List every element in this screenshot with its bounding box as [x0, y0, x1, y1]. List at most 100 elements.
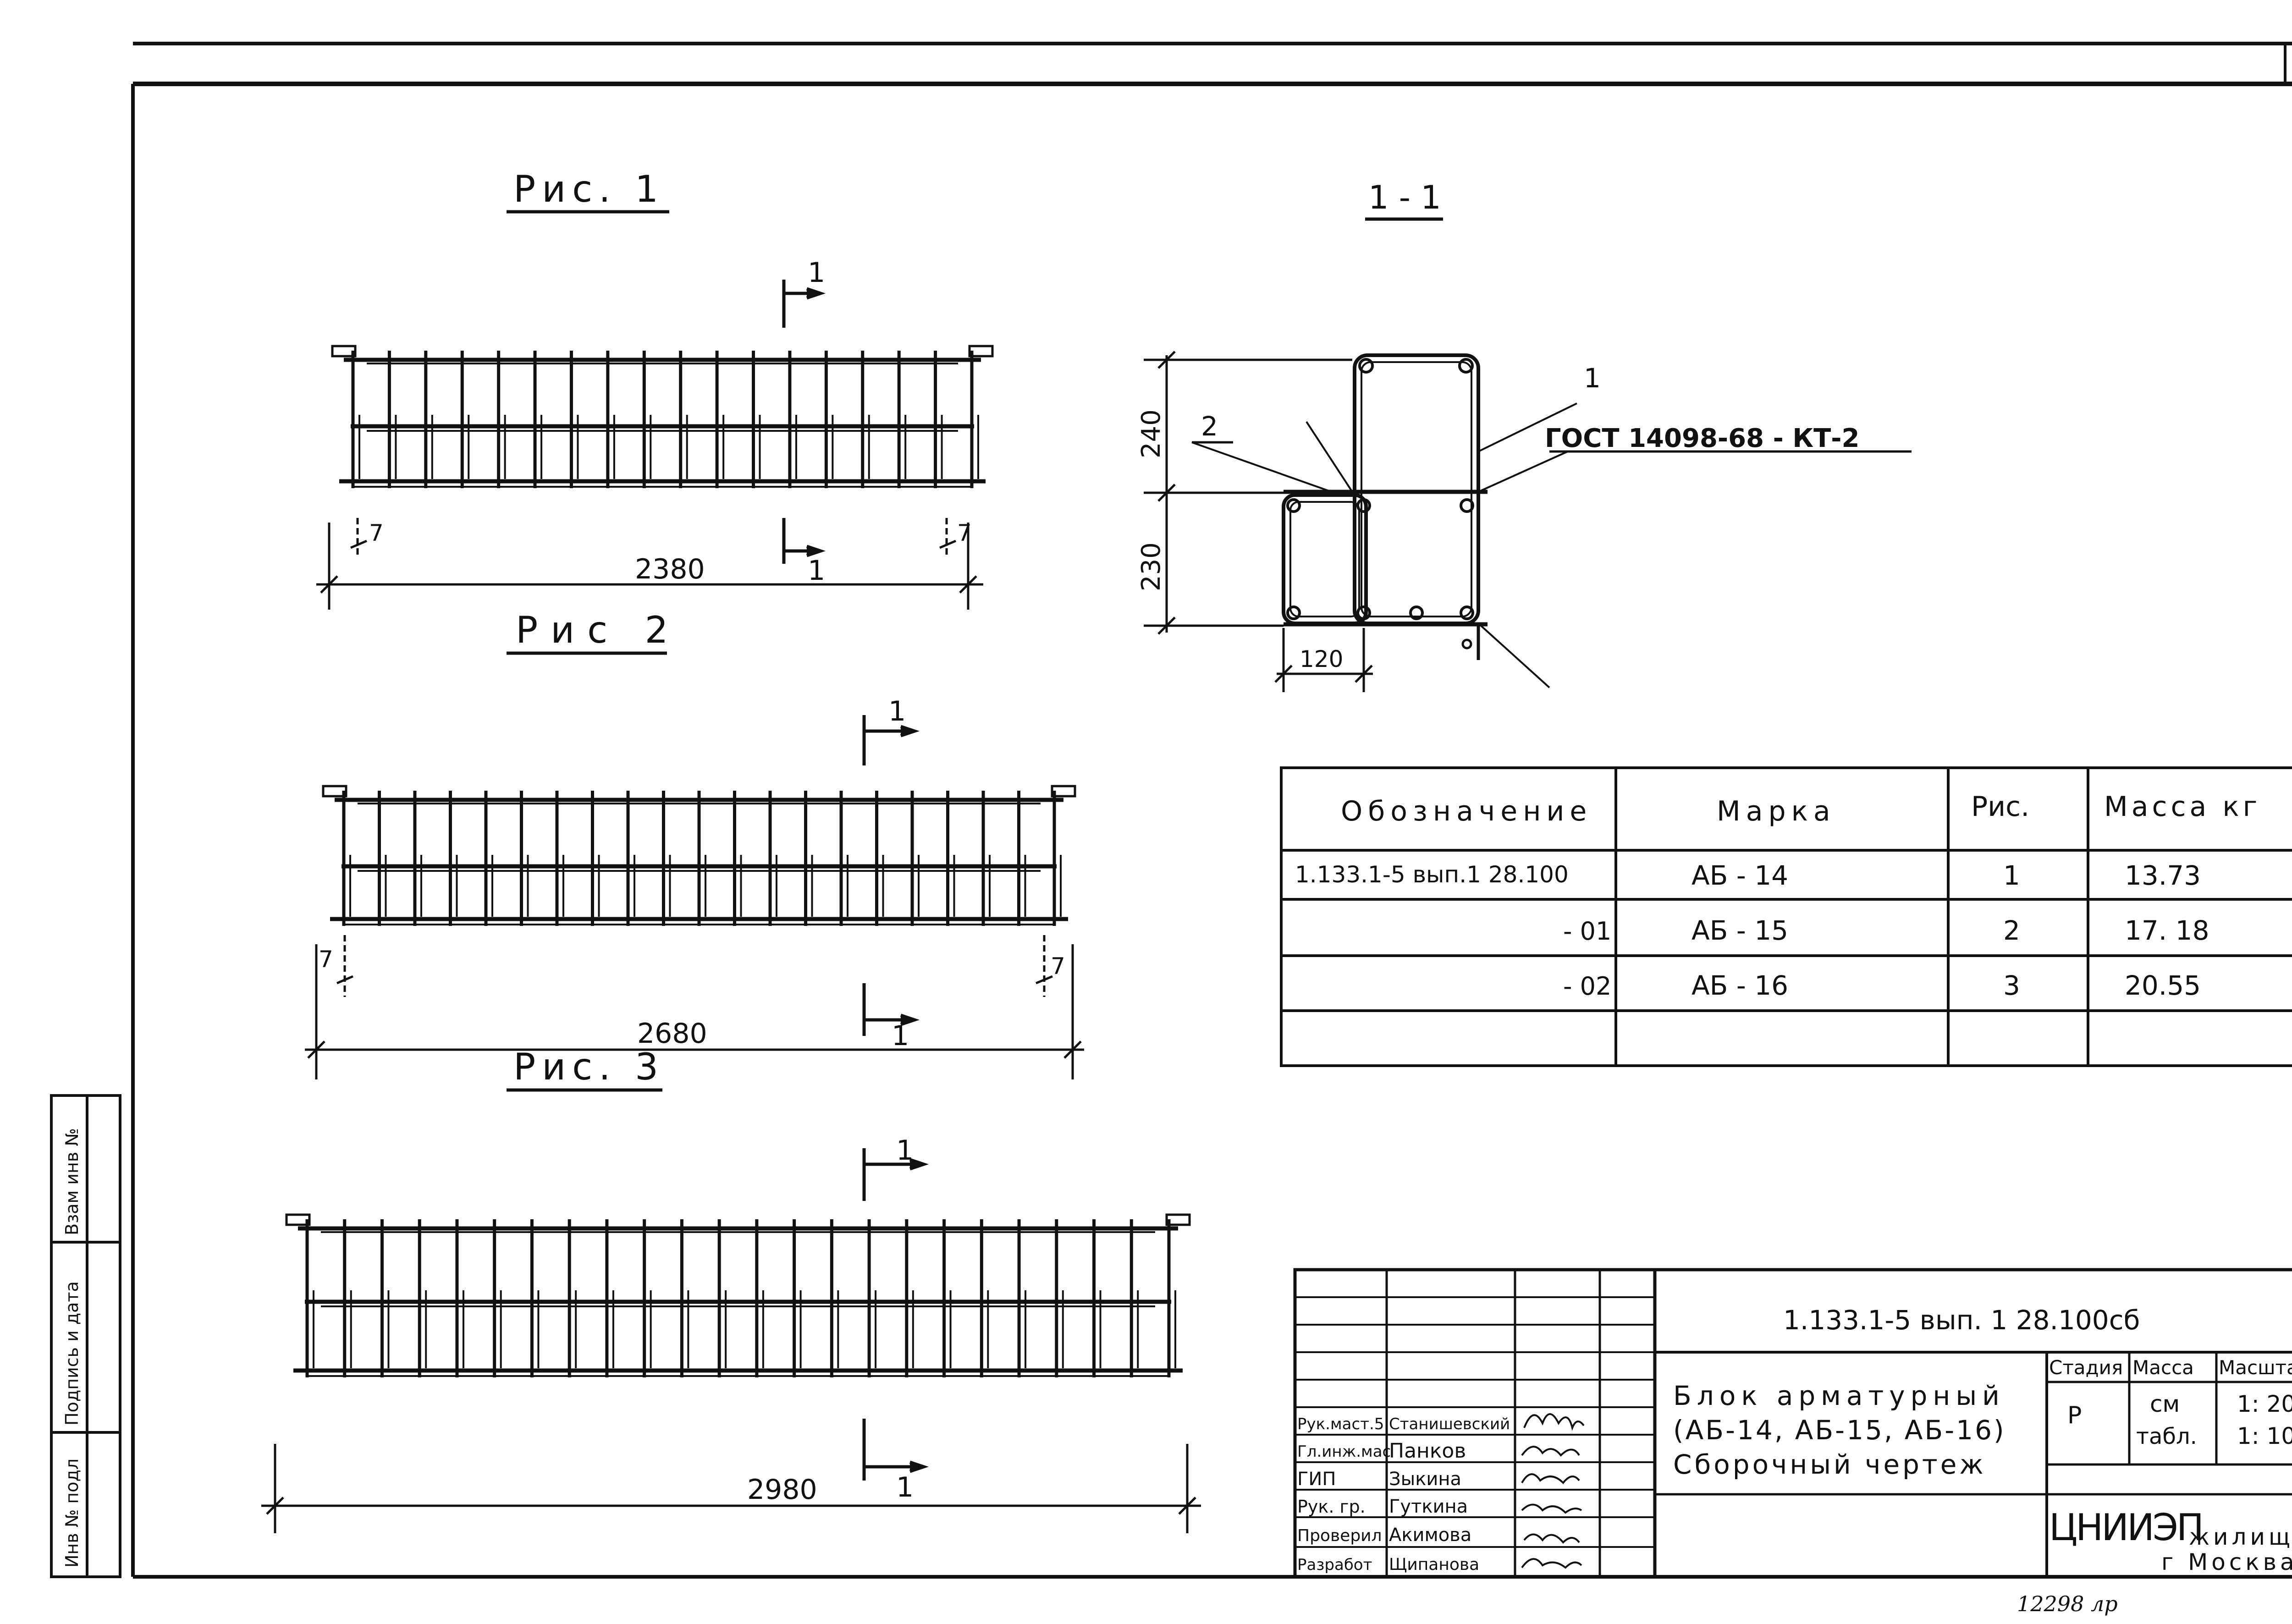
section-dim-top: 240 [1136, 409, 1166, 458]
signature-1 [1523, 1413, 1585, 1431]
spec-row1-ris: 1 [2003, 860, 2020, 891]
title-name-line1: Блок арматурный [1673, 1380, 2005, 1411]
title-mass-line2: табл. [2136, 1424, 2197, 1449]
end-plate [1165, 1213, 1191, 1226]
fig1-title: Рис. 1 [513, 168, 665, 210]
end-plate [322, 785, 347, 798]
spec-row2-marka: АБ - 15 [1691, 915, 1788, 946]
side-stamp [50, 1094, 121, 1578]
fig3-rebar-cage [285, 1213, 1191, 1377]
fig2-title: Рис 2 [516, 609, 681, 651]
fig2-section-mark-top: 1 [888, 695, 906, 727]
signer-role: Проверил [1297, 1526, 1382, 1545]
section-gost: ГОСТ 14098-68 - КТ-2 [1545, 424, 1860, 453]
fig3-section-marker-top [862, 1148, 929, 1201]
title-doc-code: 1.133.1-5 вып. 1 28.100сб [1783, 1305, 2140, 1336]
spec-row2-designation: - 01 [1563, 917, 1611, 946]
title-mass-line1: см [2150, 1391, 2180, 1417]
title-org-city: г Москва [2161, 1549, 2292, 1575]
end-plate [1051, 785, 1076, 798]
section-dim-width: 120 [1300, 646, 1343, 672]
signer-name: Панков [1389, 1439, 1466, 1463]
spec-row2-ris: 2 [2003, 915, 2020, 946]
end-plate [285, 1213, 311, 1226]
end-plate [331, 345, 357, 358]
spec-row3-designation: - 02 [1563, 972, 1611, 1001]
signatures [1521, 1413, 1585, 1569]
title-signers: Рук.маст.5 Станишевский Гл.инж.мас Панко… [1297, 1415, 1510, 1574]
signer-name: Станишевский [1389, 1415, 1510, 1433]
section-title: 1 - 1 [1368, 179, 1441, 216]
end-plate [968, 345, 994, 358]
signature-5 [1523, 1533, 1580, 1544]
fig1-section-mark-bottom: 1 [808, 555, 825, 587]
fig1-dim-end-left: 7 [369, 520, 384, 546]
fig2-dim-end-right: 7 [1051, 953, 1065, 980]
fig3-dimension [261, 1444, 1201, 1533]
fig1-section-marker-top [782, 280, 826, 328]
section-cross-view [1191, 353, 1577, 688]
fig2-section-marker-bottom [862, 983, 920, 1036]
fig1-rebar-cage [331, 345, 994, 488]
signer-role: Гл.инж.мас [1297, 1442, 1391, 1461]
title-stage: Р [2067, 1402, 2082, 1429]
spec-header-oboznachenie: Обозначение [1341, 795, 1592, 827]
fig3-title: Рис. 3 [513, 1046, 665, 1088]
fig1-dimension [316, 518, 983, 610]
fig3-section-marker-bottom [862, 1419, 929, 1481]
title-org-name: ЦНИИЭП [2049, 1506, 2202, 1549]
spec-row1-marka: АБ - 14 [1691, 860, 1788, 891]
signer-role: ГИП [1297, 1469, 1336, 1490]
spec-row1-designation: 1.133.1-5 вып.1 28.100 [1295, 861, 1569, 888]
section-callout-1: 1 [1584, 363, 1601, 394]
spec-row2-massa: 17. 18 [2125, 915, 2209, 946]
bottom-note: 12298 лр [2017, 1591, 2118, 1616]
fig3-dim-total: 2980 [747, 1474, 817, 1506]
signature-6 [1521, 1558, 1582, 1569]
title-scale-head: Масштаб [2219, 1356, 2292, 1379]
title-scale-line2: 1: 10 [2237, 1423, 2292, 1449]
fig1-dim-total: 2380 [635, 553, 705, 585]
side-podpis-data: Подпись и дата [62, 1281, 82, 1426]
fig2-rebar-cage [322, 785, 1076, 926]
fig3-section-mark-bottom: 1 [896, 1471, 914, 1503]
signer-role: Рук. гр. [1297, 1497, 1366, 1517]
fig2-section-marker-top [862, 715, 920, 765]
signer-name: Гуткина [1389, 1496, 1468, 1517]
fig1-section-marker-bottom [782, 518, 826, 564]
spec-header-massa: Масса кг [2104, 791, 2261, 823]
section-callout-2: 2 [1201, 411, 1218, 442]
spec-row3-ris: 3 [2003, 970, 2020, 1001]
signer-role: Разработ [1297, 1556, 1372, 1574]
title-mass-head: Масса [2132, 1356, 2194, 1379]
signature-4 [1521, 1503, 1582, 1514]
spec-table-grid [1280, 766, 2292, 1067]
title-name-line3: Сборочный чертеж [1673, 1449, 1986, 1480]
signature-2 [1521, 1446, 1580, 1457]
fig2-dim-total: 2680 [637, 1018, 707, 1050]
fig2-dimension [305, 935, 1084, 1079]
section-dim-bottom: 230 [1136, 542, 1166, 591]
spec-row3-massa: 20.55 [2125, 970, 2201, 1001]
fig1-section-mark-top: 1 [808, 257, 825, 289]
fig1-dim-end-right: 7 [957, 520, 972, 546]
title-scale-line1: 1: 20 [2237, 1391, 2292, 1417]
fig3-section-mark-top: 1 [896, 1134, 914, 1167]
spec-header-marka: Марка [1717, 795, 1836, 827]
side-vzam-inv: Взам инв № [62, 1128, 82, 1235]
title-org-suffix: жилища [2189, 1524, 2292, 1550]
spec-row1-massa: 13.73 [2125, 860, 2201, 891]
spec-row3-marka: АБ - 16 [1691, 970, 1788, 1001]
signer-name: Зыкина [1389, 1469, 1461, 1490]
title-name-line2: (АБ-14, АБ-15, АБ-16) [1673, 1415, 2006, 1446]
signer-name: Акимова [1389, 1525, 1471, 1546]
signer-name: Щипанова [1389, 1555, 1479, 1574]
fig2-section-mark-bottom: 1 [892, 1020, 909, 1052]
title-stage-head: Стадия [2049, 1356, 2123, 1379]
title-block-grid [1293, 1268, 2292, 1579]
signer-role: Рук.маст.5 [1297, 1415, 1384, 1433]
side-inv-podl: Инв № подл [62, 1459, 82, 1568]
section-dimensions [1144, 351, 1912, 692]
signature-3 [1521, 1473, 1580, 1484]
